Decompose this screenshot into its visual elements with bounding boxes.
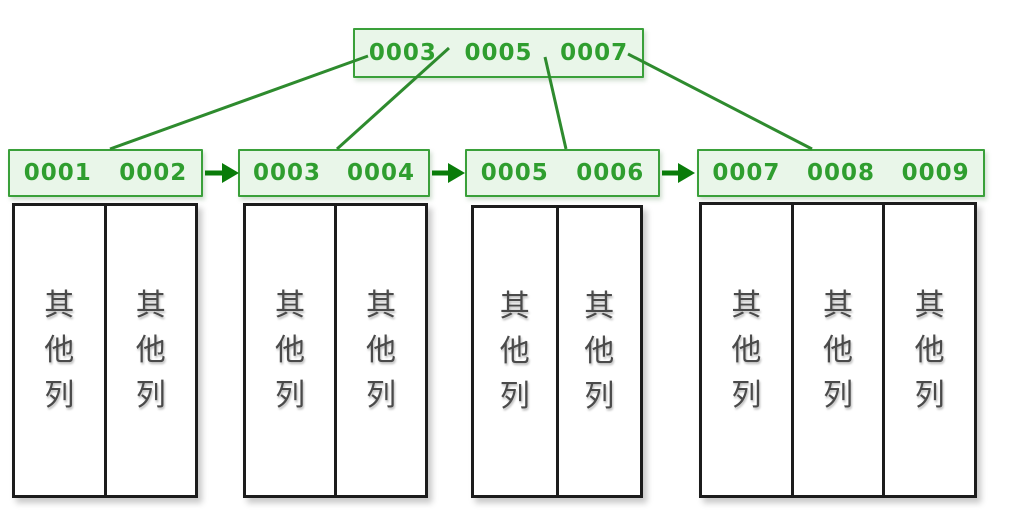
root-to-leaf4-connector-line bbox=[627, 52, 813, 151]
root-key: 0007 bbox=[560, 40, 629, 66]
data-column: 其他列 bbox=[885, 202, 978, 498]
other-columns-label: 其他列 bbox=[914, 287, 945, 413]
index-key: 0006 bbox=[576, 160, 645, 186]
leaf-node-2: 0003 0004 bbox=[238, 149, 430, 197]
other-columns-label: 其他列 bbox=[275, 288, 305, 413]
leaf-4-columns: 其他列 其他列 其他列 bbox=[699, 202, 978, 498]
leaf-link-arrow-head bbox=[222, 163, 239, 183]
leaf-1-columns: 其他列 其他列 bbox=[12, 203, 198, 498]
data-column: 其他列 bbox=[699, 202, 794, 498]
other-columns-label: 其他列 bbox=[731, 287, 762, 413]
data-column: 其他列 bbox=[106, 203, 198, 498]
other-columns-label: 其他列 bbox=[499, 289, 530, 414]
leaf-node-1: 0001 0002 bbox=[8, 149, 203, 197]
index-key: 0003 bbox=[252, 160, 321, 186]
other-columns-label: 其他列 bbox=[366, 288, 396, 413]
index-key: 0009 bbox=[901, 160, 970, 186]
data-column: 其他列 bbox=[243, 203, 337, 498]
index-key: 0001 bbox=[23, 160, 92, 186]
other-columns-label: 其他列 bbox=[44, 288, 75, 413]
root-node: 0003 0005 0007 bbox=[353, 28, 644, 78]
data-column: 其他列 bbox=[558, 205, 643, 498]
other-columns-label: 其他列 bbox=[584, 289, 615, 414]
index-key: 0004 bbox=[346, 160, 415, 186]
data-column: 其他列 bbox=[471, 205, 559, 498]
data-column: 其他列 bbox=[337, 203, 428, 498]
leaf-2-columns: 其他列 其他列 bbox=[243, 203, 428, 498]
data-column: 其他列 bbox=[793, 202, 886, 498]
leaf-3-columns: 其他列 其他列 bbox=[471, 205, 643, 498]
other-columns-label: 其他列 bbox=[135, 288, 166, 413]
root-key: 0005 bbox=[464, 40, 533, 66]
root-key: 0003 bbox=[368, 40, 437, 66]
leaf-link-arrow-head bbox=[678, 163, 695, 183]
index-key: 0008 bbox=[806, 160, 875, 186]
leaf-node-4: 0007 0008 0009 bbox=[697, 149, 985, 197]
index-key: 0007 bbox=[712, 160, 781, 186]
index-key: 0005 bbox=[480, 160, 549, 186]
root-to-leaf1-connector-line bbox=[109, 54, 369, 151]
other-columns-label: 其他列 bbox=[823, 287, 853, 413]
leaf-link-arrow-head bbox=[448, 163, 465, 183]
index-key: 0002 bbox=[119, 160, 188, 186]
data-column: 其他列 bbox=[12, 203, 107, 498]
leaf-node-3: 0005 0006 bbox=[465, 149, 660, 197]
